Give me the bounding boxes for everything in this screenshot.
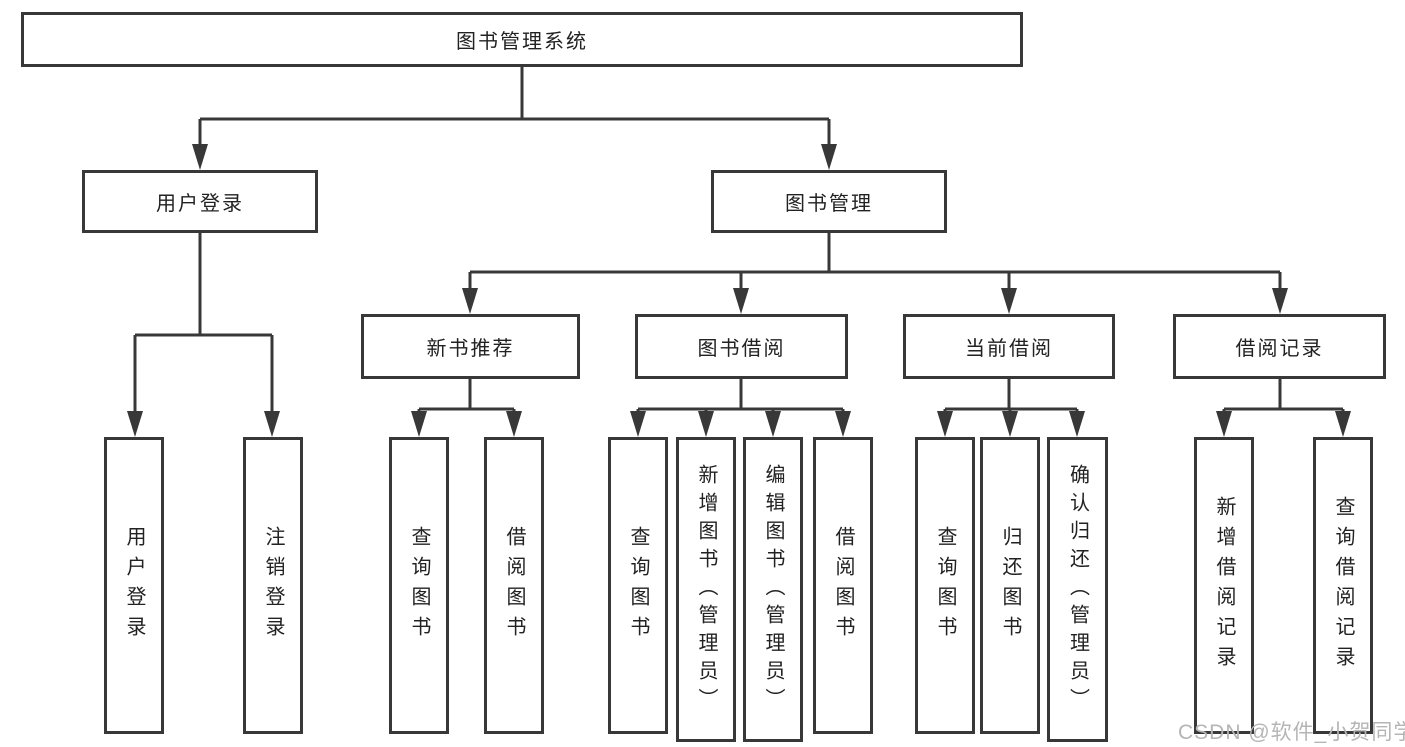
leaf-query-borrow-record-label: 查询借阅记录 (1332, 495, 1354, 676)
connector-current-borrow (943, 379, 1079, 413)
leaf-add-books-admin-label: 新增图书（管理员） (695, 463, 717, 716)
leaf-query-books-borrow: 查询图书 (608, 437, 668, 734)
leaf-user-login: 用户登录 (104, 437, 164, 734)
leaf-query-books-borrow-label: 查询图书 (627, 525, 649, 646)
node-new-book-recommend: 新书推荐 (361, 314, 580, 379)
leaf-return-books: 归还图书 (980, 437, 1040, 734)
node-root-label: 图书管理系统 (456, 31, 588, 53)
leaf-user-login-label: 用户登录 (123, 525, 145, 646)
node-borrow-records: 借阅记录 (1173, 314, 1386, 379)
connector-user-login (133, 233, 274, 413)
leaf-return-books-label: 归还图书 (999, 525, 1021, 646)
connector-book-borrow (636, 379, 845, 413)
leaf-query-books-recommend: 查询图书 (389, 437, 449, 734)
leaf-confirm-return-admin: 确认归还（管理员） (1047, 437, 1108, 742)
leaf-logout-label: 注销登录 (262, 525, 284, 646)
node-root-system: 图书管理系统 (21, 12, 1023, 67)
node-current-borrow-label: 当前借阅 (965, 338, 1053, 360)
node-book-management-label: 图书管理 (785, 193, 873, 215)
leaf-edit-books-admin: 编辑图书（管理员） (743, 437, 803, 742)
leaf-borrow-books: 借阅图书 (813, 437, 873, 734)
node-user-login: 用户登录 (82, 170, 318, 233)
leaf-query-books-recommend-label: 查询图书 (408, 525, 430, 646)
node-new-book-recommend-label: 新书推荐 (426, 338, 515, 360)
connector-new-book-recommend (417, 379, 516, 413)
leaf-add-books-admin: 新增图书（管理员） (676, 437, 736, 742)
arrowheads (127, 144, 1351, 437)
leaf-logout: 注销登录 (243, 437, 303, 734)
connector-borrow-records (1222, 379, 1345, 413)
leaf-query-borrow-record: 查询借阅记录 (1313, 437, 1373, 734)
leaf-edit-books-admin-label: 编辑图书（管理员） (762, 463, 784, 716)
node-book-borrow: 图书借阅 (635, 314, 848, 379)
connector-book-management (468, 233, 1282, 290)
leaf-borrow-books-recommend-label: 借阅图书 (503, 525, 525, 646)
leaf-query-books-current-label: 查询图书 (934, 525, 956, 646)
node-current-borrow: 当前借阅 (903, 314, 1115, 379)
node-book-management: 图书管理 (711, 170, 947, 233)
leaf-add-borrow-record: 新增借阅记录 (1194, 437, 1254, 734)
node-user-login-label: 用户登录 (156, 193, 244, 215)
leaf-borrow-books-label: 借阅图书 (832, 525, 854, 646)
leaf-confirm-return-admin-label: 确认归还（管理员） (1066, 463, 1089, 716)
leaf-add-borrow-record-label: 新增借阅记录 (1213, 495, 1235, 676)
leaf-query-books-current: 查询图书 (915, 437, 975, 734)
connector-root (198, 67, 831, 146)
node-book-borrow-label: 图书借阅 (697, 338, 786, 360)
leaf-borrow-books-recommend: 借阅图书 (484, 437, 544, 734)
node-borrow-records-label: 借阅记录 (1235, 338, 1324, 360)
